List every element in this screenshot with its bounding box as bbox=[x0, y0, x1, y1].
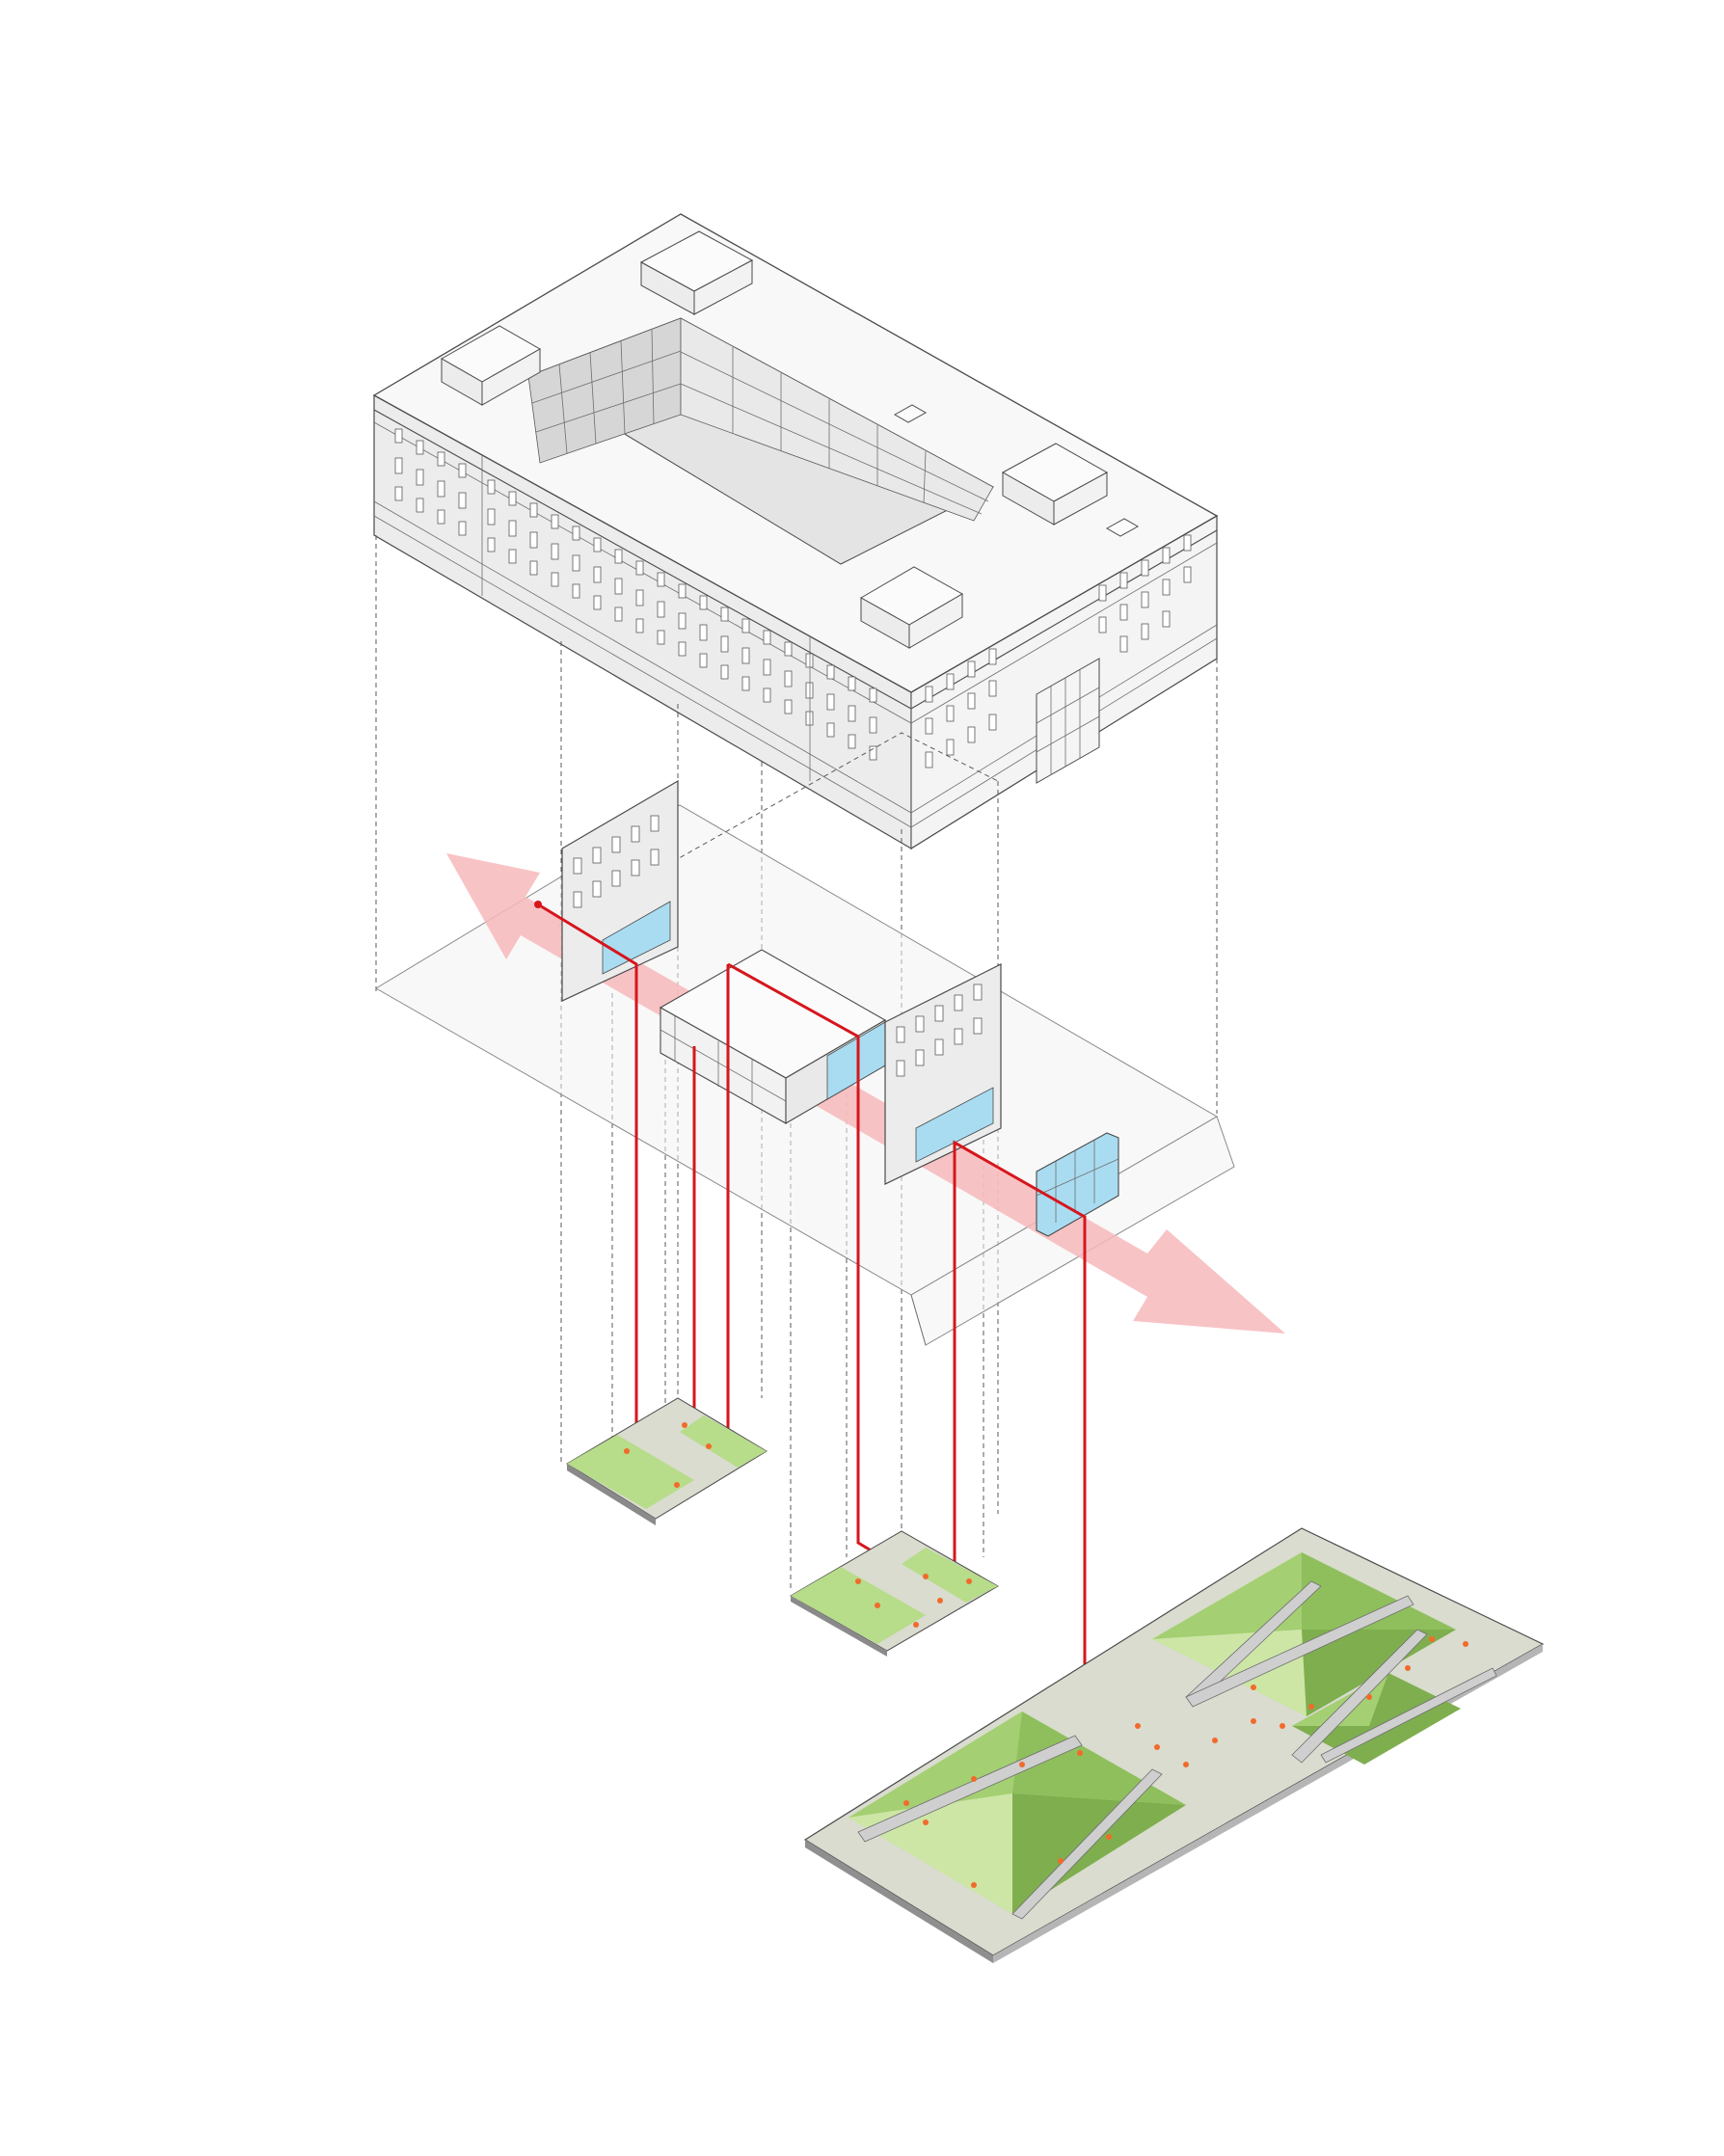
right-facade-windows bbox=[925, 534, 1192, 784]
glazed-opening-right bbox=[915, 1087, 994, 1163]
exploded-elements bbox=[561, 779, 1119, 1237]
glass-entrance-box bbox=[1036, 1132, 1119, 1237]
people-figures bbox=[624, 1422, 1468, 1888]
landscape-tile-middle bbox=[789, 1530, 1000, 1657]
courtyard-glazing-grid bbox=[531, 329, 989, 515]
plaza-landscape bbox=[624, 1422, 1545, 1963]
rooftop-structures bbox=[440, 230, 1140, 649]
historic-building bbox=[372, 213, 1219, 850]
left-facade-windows bbox=[394, 428, 912, 849]
lawn-pyramid-far-right bbox=[1292, 1673, 1461, 1765]
landscape-tile-left bbox=[566, 1397, 768, 1525]
plaza-paths bbox=[857, 1580, 1497, 1920]
glazed-opening-left bbox=[602, 901, 671, 975]
building-glass-entrance bbox=[1036, 658, 1100, 784]
